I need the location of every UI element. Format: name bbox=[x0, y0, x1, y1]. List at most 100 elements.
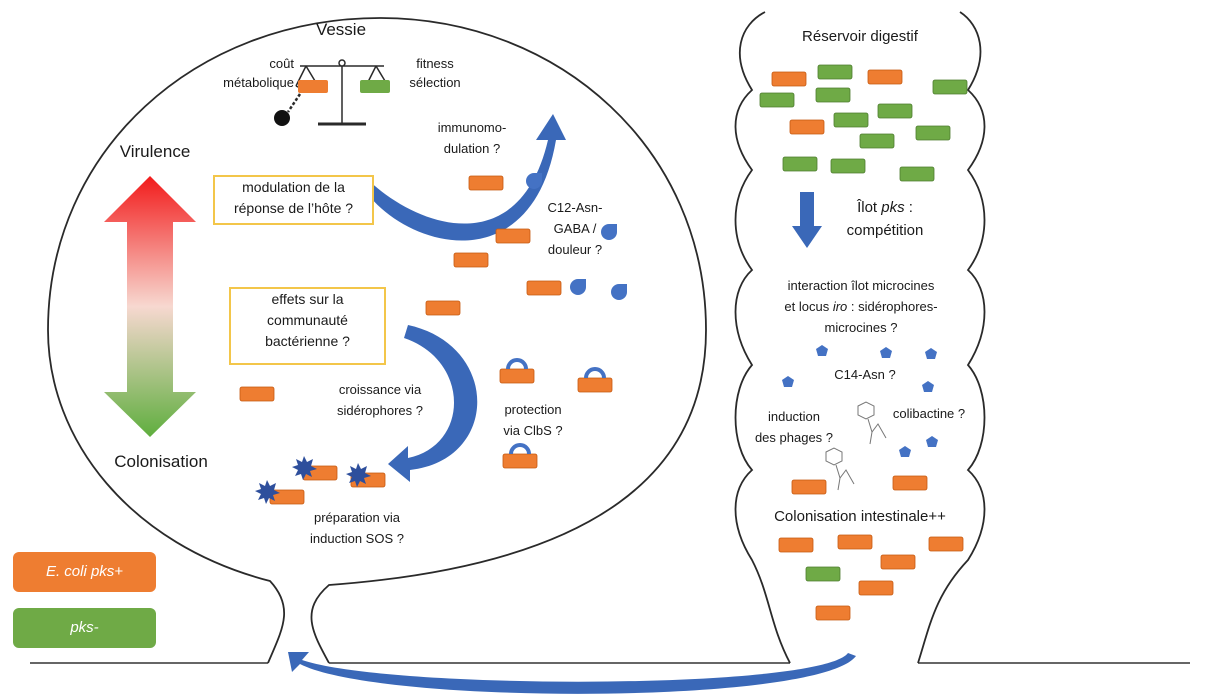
interaction-line2-italic: iro bbox=[832, 299, 848, 314]
bladder-title: Vessie bbox=[315, 20, 367, 39]
legend-pks-plus: E. coli pks+ bbox=[13, 552, 156, 592]
c12-line1: C12-Asn- bbox=[547, 200, 603, 215]
gut-outline-right bbox=[917, 11, 986, 664]
pentagon-markers bbox=[782, 345, 938, 457]
curved-arrow-gut-to-bladder bbox=[288, 652, 856, 694]
balance-scale-icon bbox=[274, 59, 390, 126]
bacterium-pks-minus bbox=[932, 79, 968, 95]
bacterium-pks-plus bbox=[789, 119, 825, 135]
crescent-icon bbox=[404, 357, 413, 375]
bladder-outline bbox=[47, 17, 707, 664]
interaction-line3: microcines ? bbox=[824, 320, 898, 335]
axis-virulence-label: Virulence bbox=[119, 142, 191, 161]
immuno-line2: dulation ? bbox=[443, 141, 501, 156]
droplet-icon bbox=[611, 284, 627, 300]
droplet-icon bbox=[570, 279, 586, 295]
box-host-line2: réponse de l’hôte ? bbox=[233, 200, 354, 216]
clbs-dome-icon bbox=[509, 443, 531, 455]
bacterium-pks-plus bbox=[502, 453, 538, 469]
pentagon-icon bbox=[816, 345, 828, 356]
clbs-dome-icon bbox=[584, 367, 606, 379]
islet-italic: pks bbox=[881, 199, 905, 216]
bacterium-pks-minus bbox=[782, 156, 818, 172]
immuno-line1: immunomo- bbox=[437, 120, 507, 135]
box-community-line2: communauté bbox=[267, 312, 348, 328]
c12-droplets bbox=[526, 173, 627, 300]
crescent-icon bbox=[309, 377, 318, 395]
balance-left-line1: coût bbox=[269, 56, 294, 71]
c14-label: C14-Asn ? bbox=[834, 367, 896, 382]
bacterium-pks-plus bbox=[239, 386, 275, 402]
starburst-icon bbox=[255, 480, 280, 504]
box-community-line3: bactérienne ? bbox=[265, 333, 350, 349]
bacterium-pks-plus bbox=[778, 537, 814, 553]
c12-line2: GABA / bbox=[553, 221, 597, 236]
colibactin-label: colibactine ? bbox=[892, 406, 966, 421]
protection-line2: via ClbS ? bbox=[503, 423, 563, 438]
pentagon-icon bbox=[782, 376, 794, 387]
crescent-icon bbox=[370, 421, 379, 439]
curved-arrow-preparation bbox=[388, 325, 478, 482]
bacterium-pks-minus bbox=[830, 158, 866, 174]
interaction-line2-prefix: et locus bbox=[784, 299, 833, 314]
droplet-icon bbox=[526, 173, 542, 189]
bacterium-pks-minus bbox=[833, 112, 869, 128]
clbs-protection-icons bbox=[506, 358, 606, 455]
preparation-line2: induction SOS ? bbox=[310, 531, 404, 546]
axis-colonisation-label: Colonisation bbox=[114, 452, 208, 471]
box-host-line1: modulation de la bbox=[242, 179, 345, 195]
droplet-icon bbox=[601, 224, 617, 240]
crescent-icon bbox=[288, 402, 297, 420]
islet-suffix: : bbox=[904, 199, 913, 216]
gut-bacteria bbox=[759, 64, 968, 621]
bacterium-pks-plus bbox=[892, 475, 928, 491]
bacterium-pks-minus bbox=[915, 125, 951, 141]
interaction-line2: et locus iro : sidérophores- bbox=[750, 297, 972, 317]
c12-line3: douleur ? bbox=[547, 242, 603, 257]
islet-prefix: Îlot bbox=[857, 199, 882, 216]
induction-line2: des phages ? bbox=[754, 430, 834, 445]
bacterium-pks-plus bbox=[453, 252, 489, 268]
bacterium-pks-plus bbox=[526, 280, 562, 296]
bacterium-pks-plus bbox=[815, 605, 851, 621]
colibactin-molecule-icons bbox=[825, 401, 887, 491]
clbs-dome-icon bbox=[506, 358, 528, 370]
islet-line1: Îlot pks : bbox=[820, 197, 950, 219]
gut-outline-left bbox=[734, 11, 791, 664]
bacterium-pks-plus bbox=[928, 536, 964, 552]
bacterium-pks-plus bbox=[577, 377, 613, 393]
bacterium-pks-plus bbox=[858, 580, 894, 596]
pentagon-icon bbox=[899, 446, 911, 457]
starburst-icon bbox=[346, 463, 371, 487]
gut-title: Réservoir digestif bbox=[802, 28, 918, 45]
bacterium-pks-minus bbox=[817, 64, 853, 80]
bacterium-pks-plus bbox=[880, 554, 916, 570]
balance-left-line2: métabolique bbox=[223, 75, 294, 90]
balance-right-line2: sélection bbox=[409, 75, 461, 90]
curved-arrow-immunomodulation bbox=[366, 114, 566, 241]
pentagon-icon bbox=[880, 347, 892, 358]
bacterium-pks-minus bbox=[877, 103, 913, 119]
box-community-effects: effets sur la communauté bactérienne ? bbox=[229, 287, 386, 365]
sos-starburst-icons bbox=[255, 456, 371, 504]
protection-line1: protection bbox=[504, 402, 562, 417]
bacterium-pks-minus bbox=[805, 566, 841, 582]
bacterium-pks-plus bbox=[495, 228, 531, 244]
interaction-line2-suffix: : sidérophores- bbox=[847, 299, 938, 314]
bacterium-pks-plus bbox=[791, 479, 827, 495]
virulence-colonisation-arrow bbox=[104, 176, 196, 437]
interaction-line1: interaction îlot microcines bbox=[787, 278, 935, 293]
islet-line2: compétition bbox=[846, 222, 924, 239]
crescent-icon bbox=[289, 370, 298, 388]
bladder-bacteria bbox=[239, 175, 613, 505]
bacterium-pks-minus bbox=[859, 133, 895, 149]
pentagon-icon bbox=[925, 348, 937, 359]
bacterium-pks-minus bbox=[899, 166, 935, 182]
bacterium-pks-minus bbox=[815, 87, 851, 103]
box-host-response: modulation de la réponse de l’hôte ? bbox=[213, 175, 374, 225]
bacterium-pks-plus bbox=[499, 368, 535, 384]
bacterium-pks-plus bbox=[867, 69, 903, 85]
growth-line1: croissance via bbox=[338, 382, 422, 397]
induction-line1: induction bbox=[767, 409, 821, 424]
